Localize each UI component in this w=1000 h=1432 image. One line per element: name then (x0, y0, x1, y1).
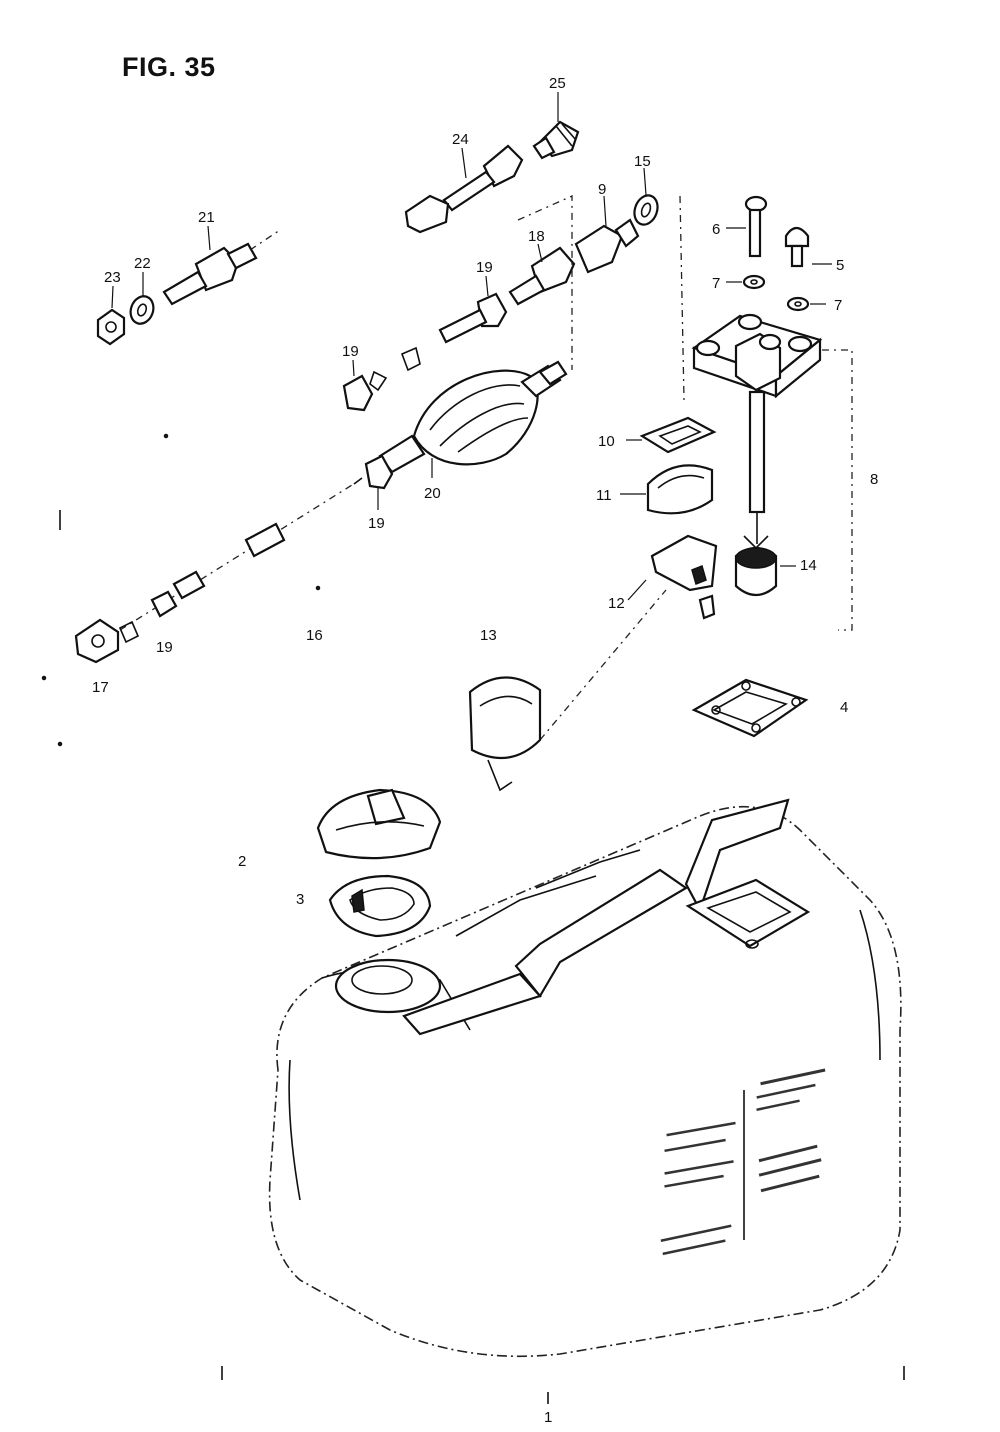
alignment-line-top (517, 194, 573, 370)
callout-7-left: 7 (712, 275, 720, 292)
alignment-line-gauge (679, 195, 685, 401)
part-21-barb-fitting (162, 225, 281, 306)
part-20-primer-bulb (378, 360, 568, 478)
part-7-washer-right (786, 296, 826, 312)
callout-17: 17 (92, 679, 109, 696)
callout-2: 2 (238, 853, 246, 870)
part-2-filler-cap (316, 788, 442, 860)
part-13-cap (468, 676, 542, 792)
part-23-nut (96, 285, 126, 346)
tank-decal (660, 1068, 826, 1256)
part-24-hose-connector (404, 144, 524, 234)
callout-21: 21 (198, 209, 215, 226)
part-11-cover (620, 464, 714, 515)
callout-5: 5 (836, 257, 844, 274)
callout-11: 11 (596, 487, 612, 504)
part-17-hose-end (74, 618, 140, 664)
callout-24: 24 (452, 131, 469, 148)
part-12-bracket (539, 534, 718, 741)
part-7-washer-left (726, 274, 766, 290)
callout-10: 10 (598, 433, 615, 450)
scan-artifacts (41, 433, 905, 1404)
callout-19-bulb: 19 (368, 515, 385, 532)
part-3-cap-gasket (328, 874, 432, 938)
part-25-connector (532, 92, 580, 160)
callout-20: 20 (424, 485, 441, 502)
callout-23: 23 (104, 269, 121, 286)
part-19-clamp-upper (438, 275, 508, 344)
part-6-screw (726, 195, 768, 258)
callout-9: 9 (598, 181, 606, 198)
part-19-clamp-middle (342, 346, 421, 412)
callout-15: 15 (634, 153, 651, 170)
callout-3: 3 (296, 891, 304, 908)
callout-4: 4 (840, 699, 848, 716)
callout-8: 8 (870, 471, 878, 488)
part-1-fuel-tank (268, 798, 902, 1358)
part-10-gasket (626, 416, 717, 454)
callout-19-upper: 19 (476, 259, 493, 276)
callout-25: 25 (549, 75, 566, 92)
part-18-fitting (508, 243, 576, 306)
part-4-gasket (691, 678, 809, 738)
callout-7-right: 7 (834, 297, 842, 314)
part-15-washer (633, 167, 659, 226)
part-16-fuel-hose (119, 477, 363, 631)
callout-13: 13 (480, 627, 497, 644)
part-22-washer (129, 272, 155, 325)
callout-6: 6 (712, 221, 720, 238)
callout-19-lower: 19 (156, 639, 173, 656)
figure-title: FIG. 35 (122, 52, 216, 82)
callout-12: 12 (608, 595, 625, 612)
part-19-clamp-lower (364, 454, 394, 510)
callout-1: 1 (544, 1409, 552, 1426)
part-8-fuel-gauge (691, 313, 853, 631)
callout-19-middle: 19 (342, 343, 359, 360)
callout-22: 22 (134, 255, 151, 272)
callout-18: 18 (528, 228, 545, 245)
part-5-screw (784, 226, 832, 268)
callout-16: 16 (306, 627, 323, 644)
part-9-fitting (574, 195, 640, 274)
callout-14: 14 (800, 557, 817, 574)
